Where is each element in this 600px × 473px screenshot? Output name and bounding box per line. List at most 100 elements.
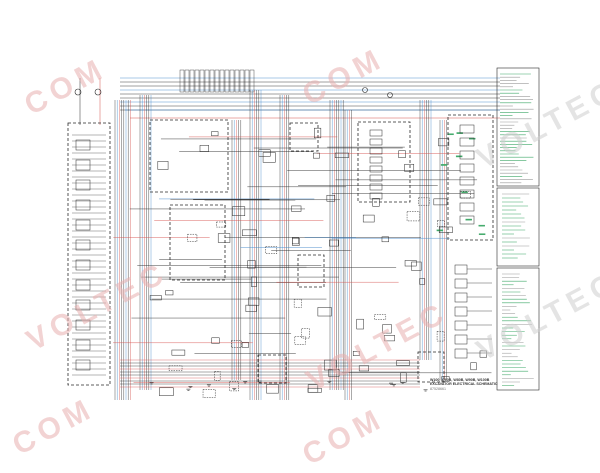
- title-block: W100, W60B, W80B, W90B, W100B EXCAVATOR …: [430, 378, 500, 391]
- component-box: [217, 233, 231, 243]
- component-box: [352, 351, 360, 356]
- component-box: [313, 152, 320, 159]
- component-box: [404, 260, 417, 267]
- component-box: [329, 239, 339, 247]
- component-box: [419, 278, 426, 285]
- sensor-box: [454, 306, 468, 317]
- component-box: [211, 131, 219, 137]
- relay-box: [459, 150, 475, 160]
- module-box-5: [447, 114, 494, 241]
- component-box: [165, 290, 174, 296]
- component-box: [216, 221, 227, 228]
- battery-terminal: [74, 88, 82, 96]
- module-box-4: [357, 121, 411, 203]
- component-box: [258, 149, 271, 157]
- component-box: [437, 220, 445, 227]
- legend-panel-top: [496, 67, 540, 187]
- connector-block: [75, 359, 91, 371]
- component-box: [199, 145, 209, 152]
- annotation-mark: [478, 233, 486, 236]
- relay-box: [369, 147, 383, 155]
- annotation-mark: [461, 191, 468, 194]
- connector-block: [75, 179, 91, 191]
- fuse-element: [204, 69, 210, 93]
- legend-layer: [496, 67, 540, 391]
- component-box: [438, 138, 450, 147]
- component-box: [406, 211, 421, 222]
- title-line-part-number: 87528661: [430, 386, 446, 391]
- component-box: [266, 384, 279, 394]
- component-box: [326, 194, 336, 202]
- fuse-element: [194, 69, 200, 93]
- component-box: [328, 369, 340, 377]
- component-box: [470, 362, 477, 371]
- fuse-element: [229, 69, 235, 93]
- annotation-mark: [440, 164, 448, 166]
- component-box: [265, 246, 278, 255]
- component-box: [398, 150, 406, 158]
- component-box: [251, 276, 257, 287]
- relay-box: [369, 192, 383, 200]
- fuse-element: [244, 69, 250, 93]
- sensor-box: [454, 320, 468, 331]
- component-box: [314, 127, 322, 139]
- annotation-mark: [0, 0, 465, 237]
- relay-box: [369, 165, 383, 173]
- component-box: [362, 214, 375, 223]
- component-box: [214, 371, 221, 381]
- relay-box: [459, 124, 475, 134]
- component-box: [262, 152, 276, 163]
- component-box: [372, 198, 380, 207]
- connector-block: [75, 219, 91, 231]
- component-box: [171, 349, 186, 356]
- component-box: [187, 233, 198, 242]
- relay-box: [459, 163, 475, 173]
- connector-block: [75, 339, 91, 351]
- legend-panel-middle: [496, 187, 540, 267]
- fuse-element: [249, 69, 255, 93]
- component-box: [356, 318, 364, 330]
- sensor-box: [454, 292, 468, 303]
- component-box: [381, 236, 389, 243]
- module-box-2: [149, 119, 229, 193]
- relay-box: [369, 183, 383, 191]
- sensor-box: [454, 334, 468, 345]
- component-box: [293, 298, 302, 308]
- component-box: [418, 197, 430, 206]
- component-box: [358, 365, 369, 372]
- relay-box: [459, 137, 475, 147]
- annotation-mark: [455, 155, 463, 158]
- module-box-9: [257, 354, 287, 384]
- annotation-mark: [465, 218, 472, 221]
- component-box: [317, 307, 332, 317]
- connector-block: [75, 299, 91, 311]
- component-box: [334, 152, 349, 158]
- module-box-8: [417, 351, 445, 383]
- component-box: [247, 260, 256, 269]
- module-box-1: [67, 122, 111, 386]
- component-box: [479, 350, 487, 358]
- fuse-element: [219, 69, 225, 93]
- relay-box: [369, 156, 383, 164]
- component-box: [438, 226, 453, 233]
- component-box: [460, 191, 471, 199]
- annotation-mark: [478, 224, 485, 227]
- connector-block: [75, 199, 91, 211]
- relay-box: [459, 176, 475, 186]
- sensor-box: [454, 278, 468, 289]
- fuse-element: [189, 69, 195, 93]
- component-layer: [67, 69, 494, 399]
- relay-box: [369, 129, 383, 137]
- component-box: [433, 198, 448, 206]
- component-box: [404, 163, 415, 172]
- component-box: [307, 387, 322, 393]
- relay-box: [459, 189, 475, 199]
- component-box: [374, 314, 387, 320]
- component-box: [149, 295, 162, 301]
- component-box: [229, 381, 239, 392]
- relay-box: [459, 215, 475, 225]
- fuse-element: [214, 69, 220, 93]
- component-box: [384, 335, 395, 342]
- relay-box: [459, 202, 475, 212]
